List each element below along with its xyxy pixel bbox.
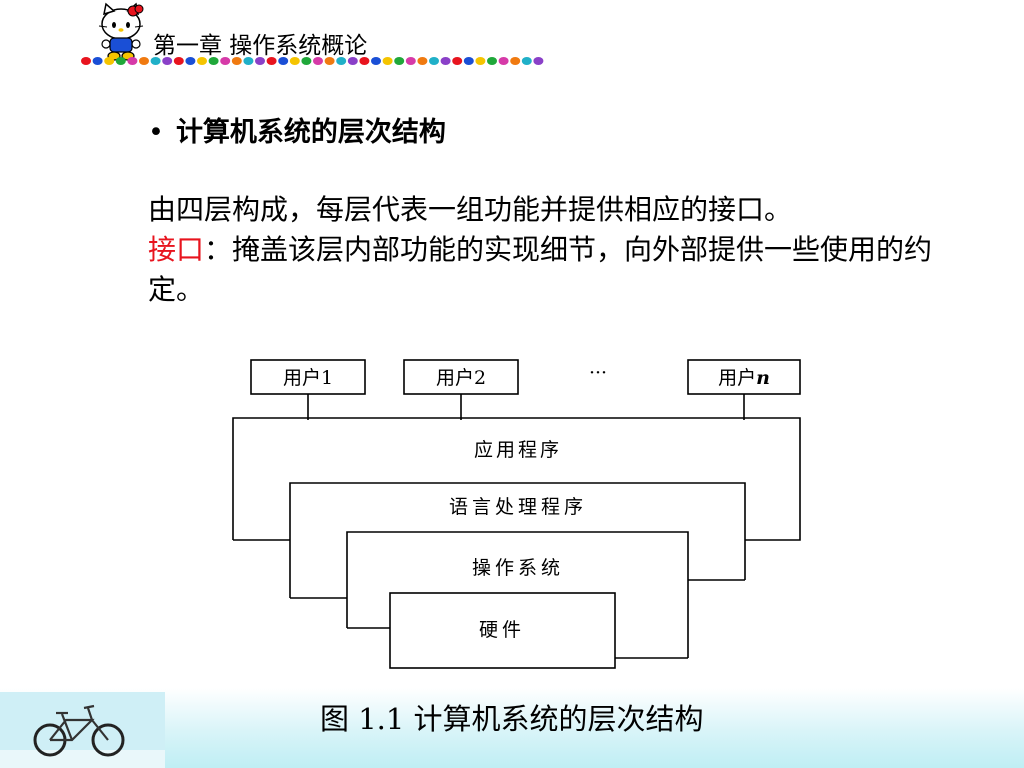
section-heading: • 计算机系统的层次结构	[148, 110, 446, 149]
bicycle-icon	[0, 692, 165, 768]
divider-dot	[115, 57, 126, 65]
divider-dot	[197, 57, 207, 65]
interface-definition: ：掩盖该层内部功能的实现细节，向外部提供一些使用的约定。	[148, 233, 933, 306]
divider-dot	[185, 57, 196, 65]
divider-dot	[92, 57, 103, 65]
term-interface: 接口	[148, 233, 205, 266]
layer-outline-application	[232, 417, 801, 541]
divider-dot	[452, 57, 463, 65]
divider-dot	[533, 57, 544, 65]
divider-dot	[243, 57, 254, 65]
divider-dot	[231, 57, 242, 65]
user-label-n-suffix: n	[756, 367, 770, 389]
divider-dot	[487, 57, 497, 65]
paragraph-interface: 接口：掩盖该层内部功能的实现细节，向外部提供一些使用的约定。	[148, 230, 938, 310]
divider-dot	[162, 57, 173, 65]
layer-label-application: 应用程序	[474, 439, 562, 461]
divider-dot	[255, 57, 265, 65]
layer-diagram: 用户1 用户2 用户n ··· 应用程序 语言处理程序 操作系统 硬件	[232, 359, 801, 669]
divider-dot	[394, 57, 405, 65]
divider-dot	[127, 57, 138, 65]
colored-dot-divider	[81, 57, 544, 65]
divider-dot	[405, 57, 416, 65]
chapter-title: 第一章 操作系统概论	[153, 33, 368, 59]
divider-dot	[475, 57, 486, 65]
layer-outline-os	[346, 531, 689, 658]
layer-label-hardware: 硬件	[479, 619, 525, 641]
divider-dot	[429, 57, 439, 65]
divider-dot	[278, 57, 289, 65]
divider-dot	[150, 57, 161, 65]
divider-dot	[498, 57, 509, 65]
divider-dot	[139, 57, 149, 65]
divider-dot	[521, 57, 532, 65]
user-label-n-prefix: 用户	[718, 367, 756, 389]
divider-dot	[463, 57, 474, 65]
figure-caption: 图 1.1 计算机系统的层次结构	[320, 702, 704, 736]
divider-dot	[510, 57, 521, 65]
divider-dot	[220, 57, 231, 65]
divider-dot	[382, 57, 393, 65]
divider-dot	[208, 57, 219, 65]
user-label-1: 用户1	[283, 367, 333, 389]
layer-label-language: 语言处理程序	[449, 496, 587, 518]
divider-dot	[289, 57, 300, 65]
layer-box-hardware	[389, 592, 616, 669]
divider-dot	[104, 57, 115, 65]
section-heading-text: 计算机系统的层次结构	[175, 117, 446, 148]
user-ellipsis: ···	[589, 362, 607, 384]
divider-dot	[173, 57, 184, 65]
divider-dot	[371, 57, 381, 65]
bottom-band	[0, 688, 1024, 768]
paragraph-layers: 由四层构成，每层代表一组功能并提供相应的接口。	[148, 193, 793, 226]
divider-dot	[359, 57, 370, 65]
hello-kitty-icon	[98, 2, 144, 61]
user-label-2: 用户2	[436, 367, 486, 389]
divider-dot	[336, 57, 347, 65]
divider-dot	[417, 57, 428, 65]
bullet-marker: •	[148, 117, 164, 148]
divider-dot	[81, 57, 91, 65]
divider-dot	[266, 57, 277, 65]
divider-dot	[440, 57, 451, 65]
divider-dot	[301, 57, 312, 65]
divider-dot	[313, 57, 323, 65]
user-label-n: 用户n	[718, 367, 770, 389]
layer-label-os: 操作系统	[472, 557, 564, 579]
divider-dot	[324, 57, 335, 65]
divider-dot	[347, 57, 358, 65]
